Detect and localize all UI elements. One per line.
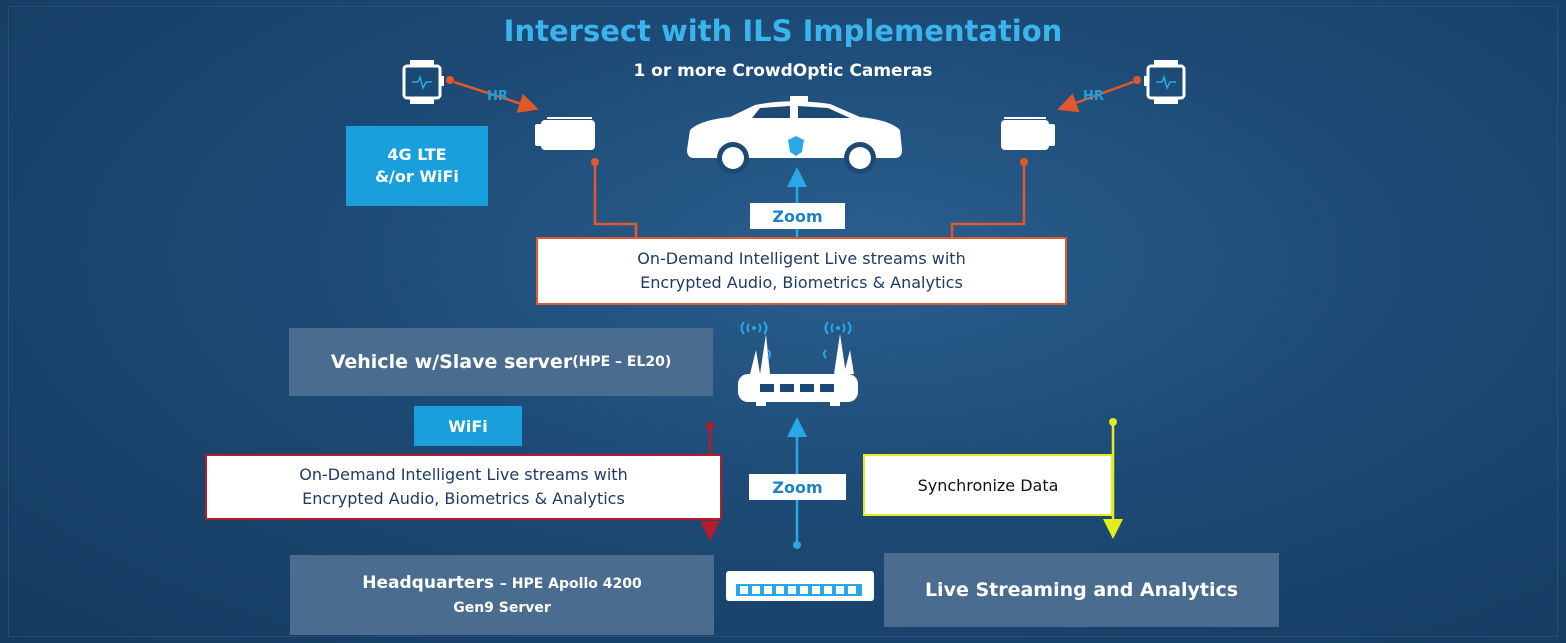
camera-left-icon <box>535 117 595 150</box>
network-label-box: 4G LTE &/or WiFi <box>346 126 488 206</box>
live-streaming-box: Live Streaming and Analytics <box>884 553 1279 627</box>
zoom-label-bottom: Zoom <box>749 474 846 500</box>
camera-right-icon <box>1001 117 1055 150</box>
stream-top-line2: Encrypted Audio, Biometrics & Analytics <box>640 273 963 292</box>
smartwatch-left-icon <box>402 60 444 104</box>
network-switch-icon <box>726 571 874 601</box>
hq-main-label: Headquarters <box>362 572 500 593</box>
page-title: Intersect with ILS Implementation <box>503 14 1063 48</box>
hq-detail-label: – HPE Apollo 4200 <box>499 575 642 592</box>
stream-bottom-line2: Encrypted Audio, Biometrics & Analytics <box>302 489 625 508</box>
vehicle-main-label: Vehicle w/Slave server <box>330 351 573 373</box>
headquarters-box: Headquarters – HPE Apollo 4200 Gen9 Serv… <box>290 555 714 635</box>
hr-label-left: HR <box>487 89 508 104</box>
page-subtitle: 1 or more CrowdOptic Cameras <box>633 61 933 81</box>
network-label-line1: 4G LTE <box>387 145 447 164</box>
wifi-label-box: WiFi <box>414 406 522 446</box>
network-label-line2: &/or WiFi <box>375 167 459 186</box>
police-car-icon <box>687 96 902 174</box>
vehicle-server-box: Vehicle w/Slave server (HPE – EL20) <box>289 328 713 396</box>
stream-top-line1: On-Demand Intelligent Live streams with <box>637 249 966 268</box>
sync-data-box: Synchronize Data <box>863 454 1113 516</box>
hr-label-right: HR <box>1083 89 1104 104</box>
zoom-label-top: Zoom <box>750 203 845 229</box>
smartwatch-right-icon <box>1144 60 1186 104</box>
hq-line2-label: Gen9 Server <box>453 599 551 616</box>
stream-bottom-line1: On-Demand Intelligent Live streams with <box>299 465 628 484</box>
vehicle-detail-label: (HPE – EL20) <box>572 354 672 370</box>
wifi-router-icon <box>738 321 858 406</box>
